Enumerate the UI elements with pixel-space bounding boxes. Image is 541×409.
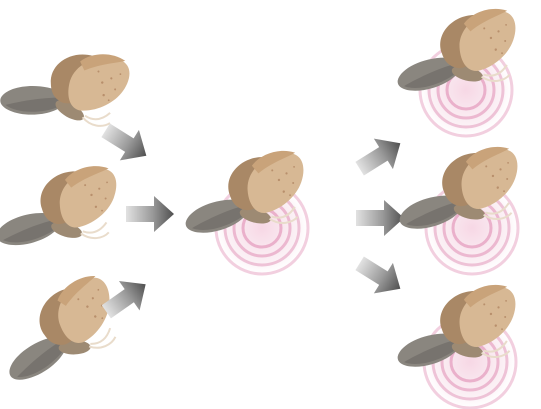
- moth-icon: [0, 34, 133, 134]
- input-moth-3: [0, 271, 127, 384]
- moth-icon: [0, 271, 127, 384]
- arrow-in-1: [96, 115, 156, 171]
- arrow-out-1: [350, 128, 410, 184]
- input-moth-2: [0, 165, 118, 245]
- arrow-icon: [350, 128, 410, 184]
- arrow-icon: [356, 200, 404, 236]
- arrow-out-2: [356, 200, 404, 236]
- input-moth-1: [0, 34, 133, 134]
- arrow-icon: [126, 196, 174, 232]
- moth-icon: [0, 165, 118, 245]
- arrow-icon: [96, 115, 156, 171]
- arrow-icon: [350, 248, 410, 304]
- arrow-in-2: [126, 196, 174, 232]
- arrow-out-3: [350, 248, 410, 304]
